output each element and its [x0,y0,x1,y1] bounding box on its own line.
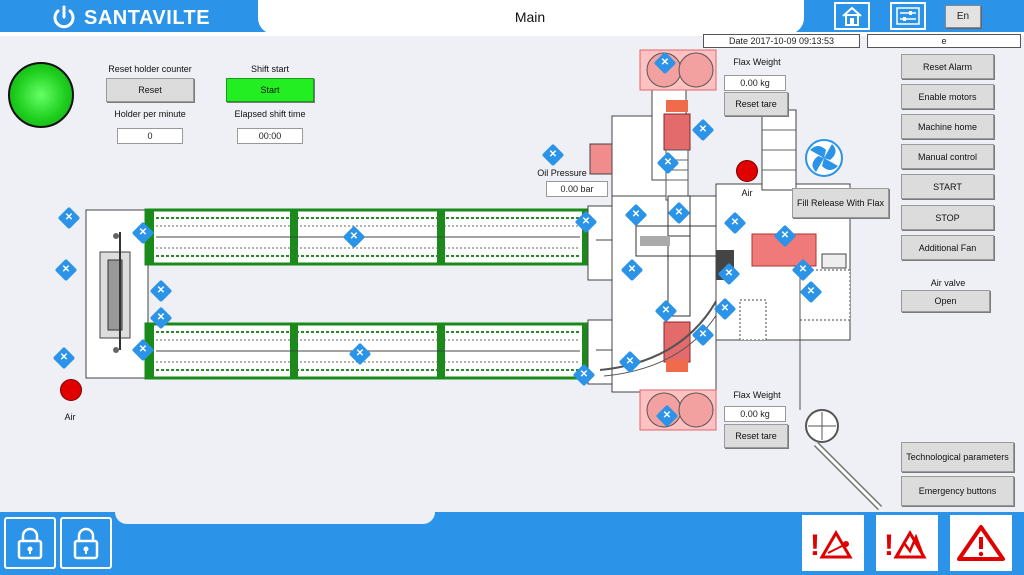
reset-alarm-button[interactable]: Reset Alarm [901,54,994,79]
elapsed-shift-label: Elapsed shift time [234,109,306,119]
maintenance-tool-icon[interactable]: ✕ [655,404,679,428]
maintenance-tool-icon[interactable]: ✕ [618,350,642,374]
air-lamp-left [60,379,82,401]
maintenance-tool-icon[interactable]: ✕ [131,221,155,245]
svg-text:!: ! [810,529,820,562]
maintenance-tool-icon[interactable]: ✕ [52,346,76,370]
air-lamp-right [736,160,758,182]
additional-fan-button[interactable]: Additional Fan [901,235,994,260]
technological-parameters-button[interactable]: Technological parameters [901,442,1014,472]
maintenance-tool-icon[interactable]: ✕ [541,143,565,167]
maintenance-tool-icon[interactable]: ✕ [713,297,737,321]
air-valve-open-button[interactable]: Open [901,290,990,312]
fill-release-button[interactable]: Fill Release With Flax [792,188,889,218]
reset-tare-top-button[interactable]: Reset tare [724,92,788,116]
maintenance-tool-icon[interactable]: ✕ [773,224,797,248]
lock-button-1[interactable] [4,517,56,569]
machine-status-lamp [8,62,74,128]
oil-pressure-label: Oil Pressure [537,168,587,178]
air-valve-label: Air valve [930,278,966,288]
holder-per-minute-label: Holder per minute [114,109,186,119]
brand-logo: SANTAVILTE [52,5,211,30]
shift-start-label: Shift start [250,64,289,74]
lock-button-2[interactable] [60,517,112,569]
maintenance-tool-icon[interactable]: ✕ [624,203,648,227]
reset-tare-bottom-button[interactable]: Reset tare [724,424,788,448]
maintenance-tool-icon[interactable]: ✕ [342,225,366,249]
chart-alarm-icon: ! [884,529,927,562]
maintenance-tool-icon[interactable]: ✕ [691,118,715,142]
power-logo-icon [53,5,75,29]
maintenance-tool-icon[interactable]: ✕ [717,262,741,286]
maintenance-tool-icon[interactable]: ✕ [131,338,155,362]
maintenance-tool-icon[interactable]: ✕ [572,363,596,387]
header-bar: SANTAVILTE Main En [0,0,1024,36]
maintenance-tool-icon[interactable]: ✕ [723,211,747,235]
manual-control-button[interactable]: Manual control [901,144,994,169]
maintenance-tool-icon[interactable]: ✕ [149,279,173,303]
status-field: e [867,34,1021,48]
maintenance-tool-icon[interactable]: ✕ [348,342,372,366]
reset-counter-button[interactable]: Reset [106,78,194,102]
motor-alarm-button[interactable]: ! [802,515,864,571]
general-alarm-icon [957,525,1005,561]
reset-counter-label: Reset holder counter [108,64,192,74]
brand-name: SANTAVILTE [84,6,211,29]
maintenance-tool-icon[interactable]: ✕ [654,299,678,323]
enable-motors-button[interactable]: Enable motors [901,84,994,109]
air-label-left: Air [64,412,76,422]
maintenance-tool-icon[interactable]: ✕ [149,306,173,330]
maintenance-tool-icon[interactable]: ✕ [791,258,815,282]
language-button[interactable]: En [945,5,981,28]
maintenance-tool-icon[interactable]: ✕ [691,323,715,347]
emergency-buttons-button[interactable]: Emergency buttons [901,476,1014,506]
svg-text:!: ! [884,529,894,562]
maintenance-tool-icon[interactable]: ✕ [54,258,78,282]
stop-button[interactable]: STOP [901,205,994,230]
chart-alarm-button[interactable]: ! [876,515,938,571]
footer-bar: ! ! [0,512,1024,575]
machine-diagram [85,49,883,511]
general-alarm-button[interactable] [950,515,1012,571]
maintenance-tool-icon[interactable]: ✕ [57,206,81,230]
oil-pressure-value: 0.00 bar [546,181,608,197]
flax-weight-bottom-value: 0.00 kg [724,406,786,422]
home-icon [842,6,862,26]
date-readout: Date 2017-10-09 09:13:53 [703,34,860,48]
page-title: Main [514,9,546,25]
motor-alarm-icon: ! [810,529,853,562]
header-title-area [258,0,804,34]
maintenance-tool-icon[interactable]: ✕ [799,280,823,304]
machine-home-button[interactable]: Machine home [901,114,994,139]
lock-icon [73,527,99,560]
holder-per-minute-value: 0 [117,128,183,144]
air-label-right: Air [741,188,753,198]
flax-weight-top-label: Flax Weight [733,57,781,67]
shift-start-button[interactable]: Start [226,78,314,102]
maintenance-tool-icon[interactable]: ✕ [656,151,680,175]
start-button[interactable]: START [901,174,994,199]
home-button[interactable] [833,1,871,31]
footer-notch [115,512,435,524]
maintenance-tool-icon[interactable]: ✕ [620,258,644,282]
maintenance-tool-icon[interactable]: ✕ [667,201,691,225]
settings-button[interactable] [889,1,927,31]
elapsed-shift-value: 00:00 [237,128,303,144]
maintenance-tool-icon[interactable]: ✕ [574,210,598,234]
lock-icon [17,527,43,560]
settings-sliders-icon [896,7,920,25]
flax-weight-bottom-label: Flax Weight [733,390,781,400]
flax-weight-top-value: 0.00 kg [724,75,786,91]
maintenance-tool-icon[interactable]: ✕ [653,51,677,75]
